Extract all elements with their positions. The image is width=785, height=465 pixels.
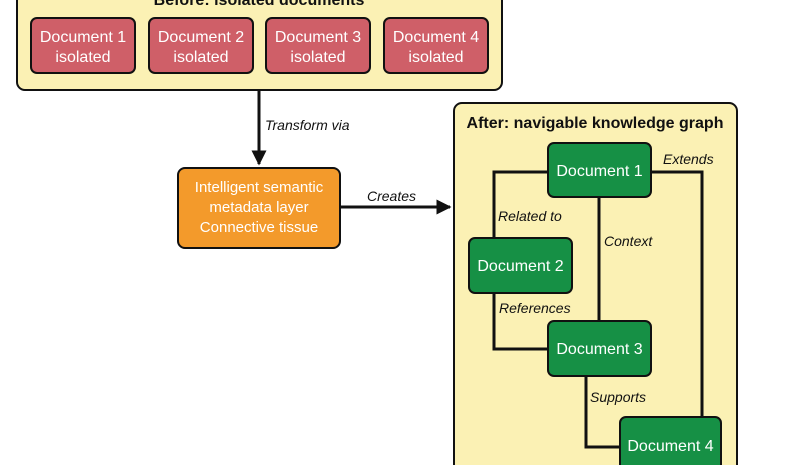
graph-node-document-4-label: Document 4: [627, 438, 713, 455]
edge-label-references: References: [499, 300, 571, 316]
metadata-layer-box: Intelligent semantic metadata layer Conn…: [177, 167, 341, 249]
isolated-document-2-status: isolated: [173, 49, 228, 66]
graph-node-document-1-label: Document 1: [556, 163, 642, 180]
graph-node-document-4: Document 4: [619, 416, 722, 465]
isolated-document-2-name: Document 2: [158, 29, 244, 46]
metadata-layer-line3: Connective tissue: [200, 219, 318, 236]
after-panel-box: [453, 102, 738, 465]
edge-label-context: Context: [604, 233, 653, 249]
graph-node-document-3-label: Document 3: [556, 341, 642, 358]
edge-extends: [651, 170, 704, 417]
metadata-layer-line1: Intelligent semantic: [195, 179, 324, 196]
isolated-document-1-name: Document 1: [40, 29, 126, 46]
isolated-document-3-name: Document 3: [275, 29, 361, 46]
isolated-document-3-status: isolated: [290, 49, 345, 66]
creates-label: Creates: [367, 188, 416, 204]
graph-node-document-1: Document 1: [547, 142, 652, 198]
isolated-document-1: Document 1 isolated: [30, 17, 136, 74]
graph-node-document-2-label: Document 2: [477, 258, 563, 275]
edge-related-to: [492, 170, 548, 238]
metadata-layer-line2: metadata layer: [209, 199, 308, 216]
isolated-document-4-status: isolated: [408, 49, 463, 66]
isolated-document-4: Document 4 isolated: [383, 17, 489, 74]
after-panel: After: navigable knowledge graph Related…: [453, 102, 738, 465]
isolated-document-2: Document 2 isolated: [148, 17, 254, 74]
isolated-document-4-name: Document 4: [393, 29, 479, 46]
edge-label-supports: Supports: [590, 389, 646, 405]
edge-label-related-to: Related to: [498, 208, 562, 224]
isolated-document-1-status: isolated: [55, 49, 110, 66]
graph-node-document-3: Document 3: [547, 320, 652, 377]
before-panel: Before: isolated documents Document 1 is…: [16, 0, 503, 91]
before-panel-title: Before: isolated documents: [154, 0, 365, 9]
graph-node-document-2: Document 2: [468, 237, 573, 294]
after-panel-title: After: navigable knowledge graph: [467, 115, 724, 132]
transform-label: Transform via: [265, 117, 350, 133]
edge-supports: [584, 376, 620, 449]
edge-label-extends: Extends: [663, 151, 714, 167]
edge-references: [492, 293, 548, 351]
isolated-document-3: Document 3 isolated: [265, 17, 371, 74]
